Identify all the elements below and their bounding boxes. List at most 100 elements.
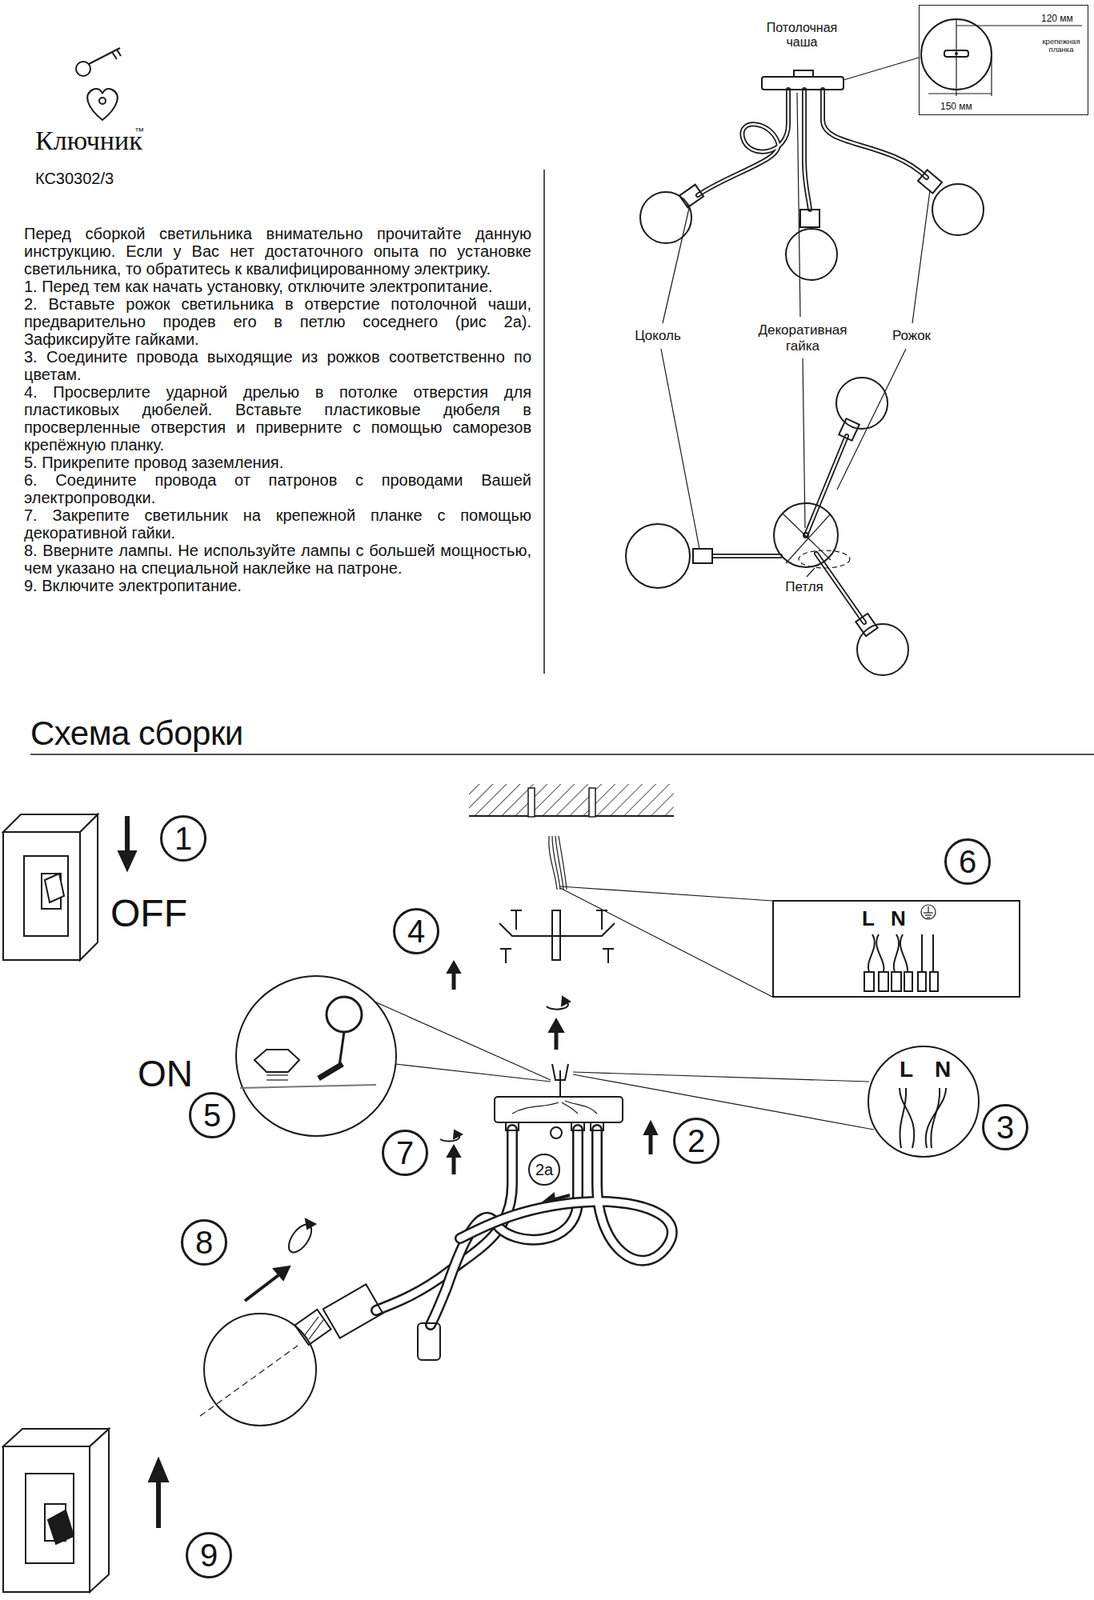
canopy-and-arms-part bbox=[552, 1064, 569, 1081]
canopy-and-arms-part bbox=[505, 1122, 519, 1131]
canopy-and-arms-part bbox=[559, 1070, 562, 1099]
canopy-and-arms-part bbox=[565, 1101, 598, 1115]
ground-detail-inset-part bbox=[374, 1001, 551, 1081]
step-arrows-part bbox=[649, 1133, 654, 1155]
node-text: N bbox=[890, 908, 906, 930]
section-heading: Схема сборки bbox=[30, 714, 244, 754]
ceiling-and-bracket-part bbox=[601, 910, 603, 930]
ceiling-and-bracket-part bbox=[589, 788, 596, 818]
switch-on-part bbox=[156, 1478, 161, 1529]
ground-detail-inset-part bbox=[236, 976, 397, 1137]
ground-detail-inset-part bbox=[266, 1074, 289, 1076]
canopy-and-arms-part bbox=[430, 1130, 578, 1326]
switch-on-part bbox=[89, 1429, 109, 1593]
callout-number: 5 bbox=[188, 1092, 236, 1139]
switch-on-part bbox=[48, 1510, 74, 1545]
node-text: 120 мм bbox=[1041, 13, 1074, 24]
instruction-step: 9. Включите электропитание. bbox=[24, 577, 532, 595]
overview-figure-part bbox=[661, 348, 700, 550]
box-6-wiring-part bbox=[876, 934, 884, 973]
switch-off-part bbox=[80, 814, 98, 961]
overview-figure-part bbox=[805, 436, 847, 536]
callout-digit: 7 bbox=[396, 1137, 414, 1170]
step-arrows-part bbox=[273, 1266, 290, 1281]
canopy-and-arms-part bbox=[294, 1310, 331, 1346]
callout-number: 9 bbox=[185, 1532, 233, 1579]
box-6-wiring-part bbox=[923, 912, 934, 914]
step-arrows-part bbox=[644, 1122, 658, 1135]
overview-figure-part bbox=[640, 192, 692, 244]
inset-3-wiring bbox=[573, 1072, 946, 1149]
box-6-wiring bbox=[864, 905, 938, 992]
callout-number: 8 bbox=[180, 1219, 228, 1267]
box-6-wiring-part bbox=[904, 972, 913, 992]
node-text: крепежная планка bbox=[1039, 37, 1083, 55]
box-6-wiring-part bbox=[932, 934, 934, 973]
ceiling-and-bracket-part bbox=[558, 836, 567, 890]
node-text: 150 мм bbox=[940, 101, 973, 112]
callout-digit: 2 bbox=[687, 1125, 706, 1158]
part-label: Цоколь bbox=[634, 328, 682, 345]
step-arrows-part bbox=[305, 1219, 316, 1230]
ceiling-and-bracket-part bbox=[560, 888, 773, 998]
overview-figure-part bbox=[662, 204, 690, 324]
inset-3-wiring-part bbox=[573, 1074, 874, 1131]
overview-figure-part bbox=[932, 184, 984, 236]
instruction-step: 4. Просверлите ударной дрелью в потолке … bbox=[24, 383, 532, 454]
logo-key-part bbox=[112, 52, 117, 60]
column-divider bbox=[544, 169, 545, 674]
step-arrows-part bbox=[447, 961, 461, 974]
canopy-and-arms-part bbox=[304, 1317, 319, 1337]
switch-off-part bbox=[3, 814, 98, 833]
canopy-and-arms bbox=[200, 1064, 673, 1427]
overview-figure-part bbox=[838, 418, 860, 441]
callout-digit: 5 bbox=[203, 1099, 221, 1132]
step-arrows bbox=[244, 961, 658, 1302]
bracket-dimension-drawing-part bbox=[956, 24, 1082, 26]
callout-digit: 2a bbox=[535, 1162, 554, 1179]
overview-figure-part bbox=[822, 89, 927, 178]
canopy-and-arms-part bbox=[512, 1102, 559, 1115]
overview-figure-part bbox=[797, 92, 801, 317]
switch-state: OFF bbox=[110, 891, 188, 936]
callout-number: 6 bbox=[944, 838, 991, 886]
box-6-wiring-part bbox=[891, 972, 902, 992]
switch-on-part bbox=[3, 1429, 109, 1447]
canopy-and-arms-part bbox=[200, 1346, 298, 1417]
overview-figure-part bbox=[804, 89, 810, 210]
logo-key-part bbox=[87, 88, 118, 121]
switch-off-part bbox=[44, 873, 65, 903]
ceiling-and-bracket-part bbox=[560, 886, 773, 902]
box-6-wiring-part bbox=[864, 972, 874, 992]
node-text: N bbox=[934, 1058, 951, 1082]
instruction-step: 3. Соедините провода выходящие из рожков… bbox=[24, 348, 532, 384]
callout-digit: 3 bbox=[996, 1111, 1014, 1144]
ground-detail-inset-part bbox=[318, 1064, 343, 1079]
ceiling-and-bracket-part bbox=[515, 910, 517, 930]
overview-figure-part bbox=[917, 169, 942, 193]
canopy-and-arms-part bbox=[571, 1122, 585, 1131]
ceiling-and-bracket-part bbox=[607, 949, 610, 964]
overview-figure-part bbox=[785, 513, 831, 564]
ceiling-and-bracket-part bbox=[510, 909, 522, 912]
instruction-step: 6. Соедините провода от патронов с прово… bbox=[24, 471, 532, 507]
bracket-dimension-drawing-part bbox=[990, 54, 992, 97]
step-arrows-part bbox=[452, 971, 457, 990]
callout-digit: 1 bbox=[174, 822, 193, 855]
instruction-step: 2. Вставьте рожок светильника в отверсти… bbox=[24, 295, 532, 349]
canopy-and-arms-part bbox=[308, 1320, 324, 1340]
overview-figure-part bbox=[785, 228, 838, 281]
callout-number: 2 bbox=[673, 1118, 720, 1165]
overview-figure-part bbox=[697, 89, 789, 196]
box-6-wiring-part bbox=[868, 934, 875, 973]
callout-digit: 9 bbox=[200, 1539, 218, 1572]
box-6-wiring-part bbox=[893, 934, 899, 973]
instruction-step: 5. Прикрепите провод заземления. bbox=[24, 453, 532, 472]
switch-on bbox=[3, 1429, 169, 1593]
ceiling-and-bracket-part bbox=[504, 949, 507, 964]
overview-figure-part bbox=[713, 555, 781, 558]
ground-detail-inset-part bbox=[266, 1079, 289, 1081]
part-label: Потолочная чаша bbox=[757, 20, 846, 51]
bracket-dimension-drawing-part bbox=[955, 19, 957, 97]
overview-figure-part bbox=[803, 532, 809, 538]
